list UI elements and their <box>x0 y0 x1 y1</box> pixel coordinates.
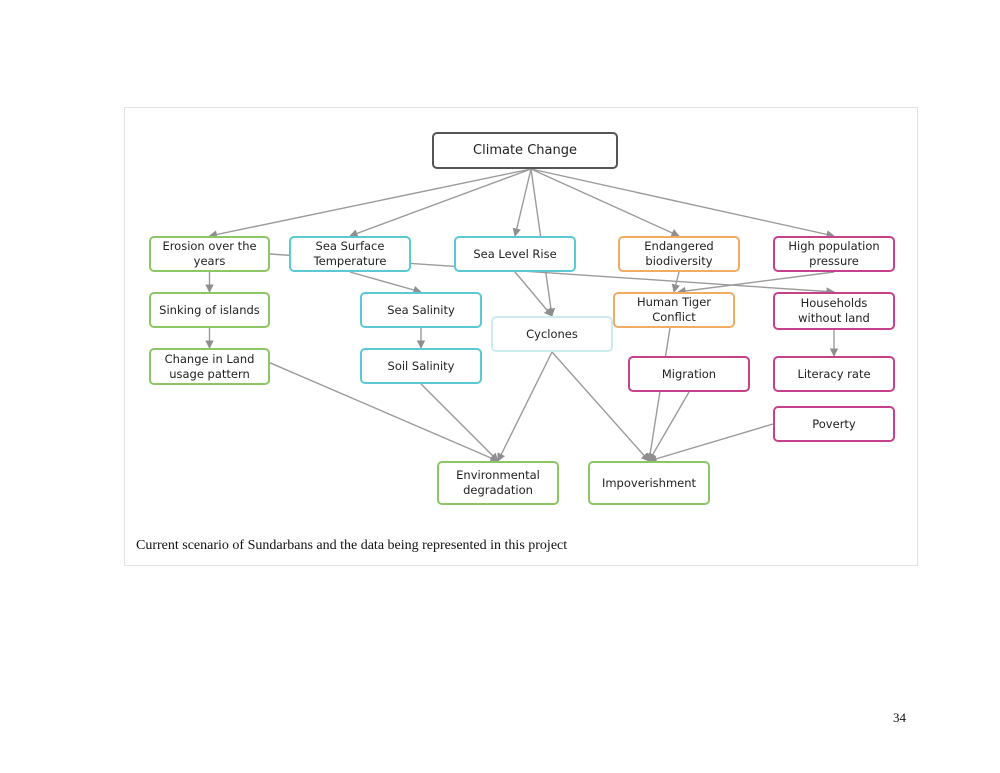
node-label: Sea Surface Temperature <box>313 239 387 268</box>
node-label: Sea Salinity <box>387 302 455 317</box>
node-environmental-degradation: Environmental degradation <box>437 461 559 505</box>
node-label: High population pressure <box>788 239 880 268</box>
node-label: Climate Change <box>473 143 577 158</box>
node-impoverishment: Impoverishment <box>588 461 710 505</box>
page-number: 34 <box>893 710 906 725</box>
node-poverty: Poverty <box>773 406 895 442</box>
arrow-land_usage-to-env_degradation <box>269 362 499 462</box>
node-climate-change: Climate Change <box>432 132 618 169</box>
arrow-biodiversity-to-htc <box>671 271 680 293</box>
node-label: Soil Salinity <box>387 358 455 373</box>
node-sea-surface-temperature: Sea Surface Temperature <box>289 236 411 272</box>
node-households-without-land: Households without land <box>773 292 895 330</box>
arrow-climate_change-to-slr <box>512 168 532 237</box>
node-label: Cyclones <box>526 326 578 341</box>
arrow-population-to-htc <box>677 271 835 296</box>
node-label: Impoverishment <box>601 475 697 490</box>
node-label: Migration <box>661 366 717 381</box>
arrow-climate_change-to-biodiversity <box>530 168 680 237</box>
node-label: Households without land <box>798 296 870 325</box>
node-literacy-rate: Literacy rate <box>773 356 895 392</box>
node-label: Literacy rate <box>797 366 871 381</box>
arrow-sst-to-sea_salinity <box>349 271 422 294</box>
arrow-climate_change-to-population <box>530 168 835 239</box>
arrow-migration-to-impoverishment <box>648 391 690 462</box>
node-label: Sea Level Rise <box>473 246 557 261</box>
arrow-soil_salinity-to-env_degradation <box>420 383 499 462</box>
node-change-in-land-usage-pattern: Change in Land usage pattern <box>149 348 270 385</box>
node-migration: Migration <box>628 356 750 392</box>
arrow-climate_change-to-erosion <box>208 168 532 239</box>
node-label: Human Tiger Conflict <box>636 295 712 324</box>
node-human-tiger-conflict: Human Tiger Conflict <box>613 292 735 328</box>
node-label: Endangered biodiversity <box>644 239 714 268</box>
arrow-htc-to-impoverishment <box>646 327 671 462</box>
node-cyclones: Cyclones <box>491 316 613 352</box>
arrow-cyclones-to-impoverishment <box>551 351 650 462</box>
node-label: Erosion over the years <box>162 239 257 268</box>
arrow-poverty-to-impoverishment <box>648 423 774 463</box>
node-soil-salinity: Soil Salinity <box>360 348 482 384</box>
node-endangered-biodiversity: Endangered biodiversity <box>618 236 740 272</box>
node-label: Change in Land usage pattern <box>164 351 255 381</box>
node-high-population-pressure: High population pressure <box>773 236 895 272</box>
node-sea-level-rise: Sea Level Rise <box>454 236 576 272</box>
node-label: Sinking of islands <box>159 302 260 317</box>
node-erosion: Erosion over the years <box>149 236 270 272</box>
node-sinking-of-islands: Sinking of islands <box>149 292 270 328</box>
figure-caption: Current scenario of Sundarbans and the d… <box>136 538 568 553</box>
arrow-cyclones-to-env_degradation <box>497 351 553 462</box>
arrow-climate_change-to-sst <box>349 168 532 238</box>
node-label: Poverty <box>812 416 856 431</box>
arrow-slr-to-cyclones <box>514 271 553 317</box>
node-sea-salinity: Sea Salinity <box>360 292 482 328</box>
node-label: Environmental degradation <box>456 468 540 497</box>
figure-frame: Climate Change Erosion over the years Se… <box>124 107 918 566</box>
